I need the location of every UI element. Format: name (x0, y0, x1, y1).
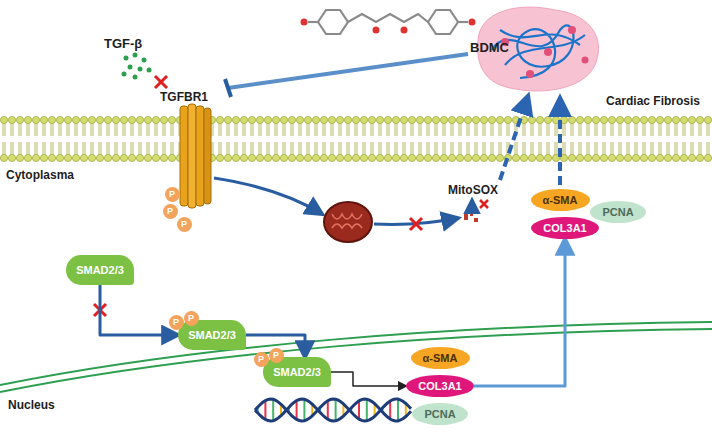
base-pair (272, 399, 274, 420)
base-pair (366, 399, 368, 421)
node-text: SMAD2/3 (188, 329, 236, 341)
node-text: PCNA (424, 408, 455, 420)
phosphate-circle: P (165, 187, 180, 202)
receptor (180, 104, 211, 208)
base-pair (358, 401, 360, 419)
text-label: Nucleus (8, 398, 55, 412)
text-label: Cytoplasma (6, 168, 74, 182)
base-pair (296, 401, 298, 420)
block-cross (480, 200, 488, 208)
node-text: P (258, 354, 264, 364)
oxygen-atom (301, 19, 308, 26)
node-text: α-SMA (423, 352, 458, 364)
text-label: TGF-β (104, 36, 142, 51)
block-cross (410, 218, 422, 230)
node-text: P (273, 350, 279, 360)
mitochondrion (324, 202, 372, 242)
phosphate-circle: P (269, 348, 284, 363)
col3a1-oval: COL3A1 (406, 375, 474, 397)
dna-helix (255, 399, 411, 421)
phosphate-circle: P (169, 315, 184, 330)
phosphate-circle: P (163, 204, 178, 219)
oxygen-atom (469, 19, 476, 26)
dashed-arrow (500, 96, 528, 180)
dna-strand (255, 399, 411, 421)
node-text: P (181, 219, 187, 229)
phosphate-circle: P (184, 311, 199, 326)
node-text: COL3A1 (543, 222, 586, 234)
dna-strand (255, 399, 411, 421)
base-pair (327, 401, 329, 419)
node-text: SMAD2/3 (76, 264, 124, 276)
alpha-sma-oval: α-SMA (531, 189, 590, 211)
block-cross (155, 76, 167, 88)
signal-connector (100, 285, 178, 335)
inhibition-line (228, 54, 468, 88)
inhibition-bar (225, 79, 231, 97)
ros-fragments (464, 211, 478, 222)
signal-connector (474, 239, 565, 386)
oxygen-atom (401, 27, 408, 34)
node-text: P (188, 313, 194, 323)
base-pair (264, 401, 266, 420)
base-pair (397, 399, 399, 421)
node-text: α-SMA (543, 194, 578, 206)
oxygen-atom (373, 27, 380, 34)
alpha-sma-oval: α-SMA (411, 347, 470, 369)
text-label: TGFBR1 (160, 90, 208, 104)
node-text: SMAD2/3 (273, 366, 321, 378)
signal-arrow (471, 200, 474, 208)
node-text: PCNA (602, 206, 633, 218)
nuclear-envelope (0, 329, 712, 392)
text-label: BDMC (470, 40, 509, 55)
node-text: COL3A1 (418, 380, 461, 392)
col3a1-oval: COL3A1 (531, 217, 599, 239)
base-pair (335, 399, 337, 421)
text-label: Cardiac Fibrosis (606, 94, 700, 108)
pcna-oval: PCNA (590, 201, 646, 223)
text-label: MitoSOX (448, 183, 498, 197)
bdmc-molecule (308, 10, 468, 34)
node-text: P (167, 206, 173, 216)
phosphate-circle: P (177, 217, 192, 232)
node-text: P (173, 317, 179, 327)
tgf-beta-dots (122, 53, 152, 80)
base-pair (303, 399, 305, 420)
smad-protein: SMAD2/3 (66, 255, 134, 285)
node-text: P (169, 189, 175, 199)
phosphate-circle: P (254, 352, 269, 367)
signal-arrow (214, 178, 322, 214)
pcna-oval: PCNA (412, 403, 468, 425)
cell-membrane (0, 116, 712, 162)
signal-connector (331, 372, 406, 386)
base-pair (389, 401, 391, 419)
dashed-arrow (558, 98, 562, 185)
